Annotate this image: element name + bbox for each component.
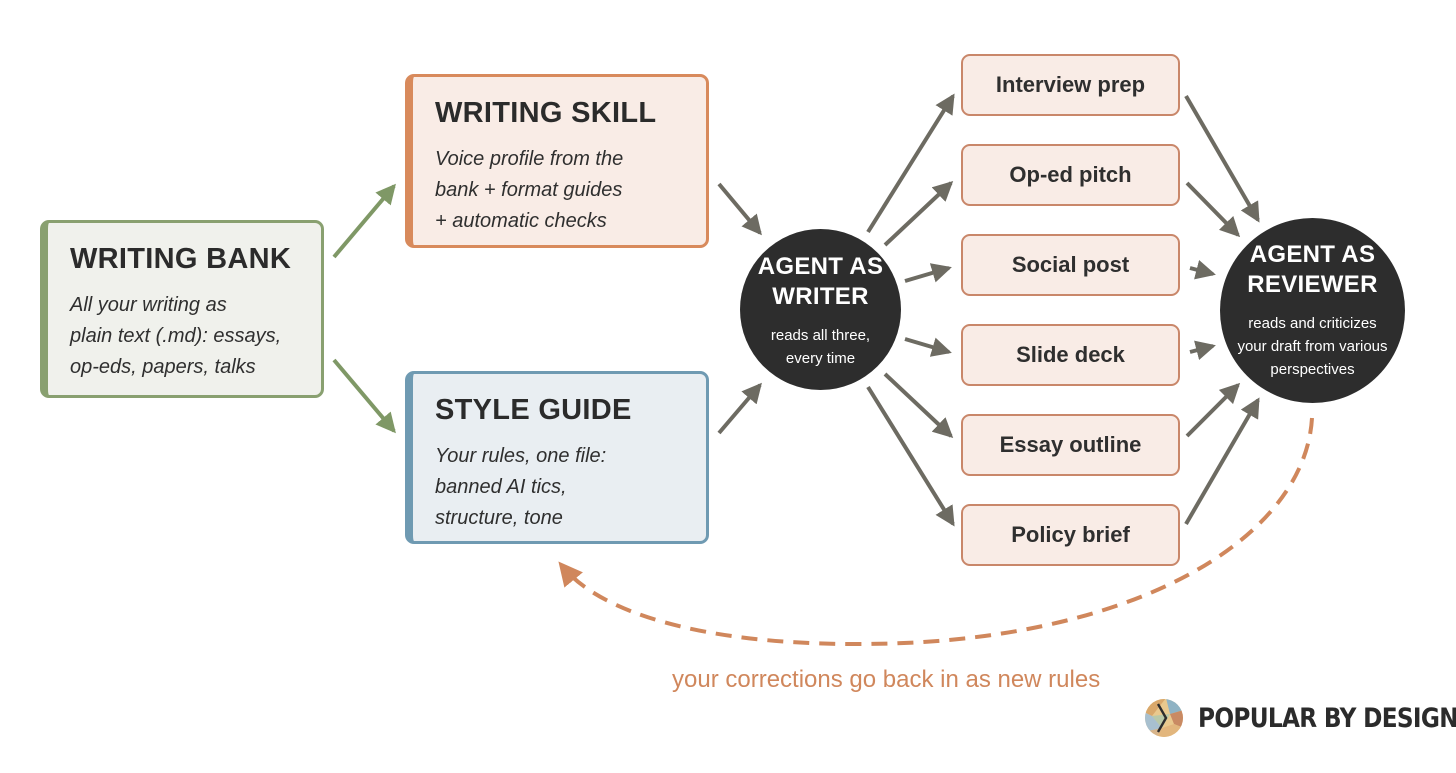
agent-reviewer-desc: reads and criticizes your draft from var… bbox=[1220, 312, 1405, 381]
agent-reviewer-node: AGENT AS REVIEWER reads and criticizes y… bbox=[1220, 218, 1405, 403]
writing-skill-desc-line: + automatic checks bbox=[435, 210, 607, 232]
arrow-writer-to-essay bbox=[883, 372, 954, 439]
agent-writer-desc: reads all three, every time bbox=[740, 324, 901, 370]
brand-name: POPULAR BY DESIGN bbox=[1198, 702, 1456, 734]
style-guide-desc-line: Your rules, one file: bbox=[435, 445, 607, 467]
agent-reviewer-desc-line: your draft from various bbox=[1237, 338, 1388, 355]
arrow-policy-to-reviewer bbox=[1184, 397, 1260, 526]
arrow-slide-to-reviewer bbox=[1189, 340, 1216, 360]
agent-writer-desc-line: every time bbox=[785, 350, 856, 367]
writing-bank-desc-line: op-eds, papers, talks bbox=[70, 356, 256, 378]
output-interview-prep: Interview prep bbox=[961, 54, 1180, 116]
agent-reviewer-title-line: AGENT AS bbox=[1249, 241, 1376, 268]
style-guide-title: STYLE GUIDE bbox=[435, 394, 632, 426]
style-guide-desc: Your rules, one file: banned AI tics, st… bbox=[435, 441, 684, 534]
writing-skill-desc-line: bank + format guides bbox=[435, 179, 623, 201]
arrow-skill-to-writer bbox=[717, 182, 762, 236]
output-social-post: Social post bbox=[961, 234, 1180, 296]
arrow-writer-to-oped bbox=[883, 180, 954, 247]
arrow-writer-to-interview bbox=[866, 93, 955, 234]
feedback-loop-arrow bbox=[558, 417, 1314, 647]
arrow-writer-to-social bbox=[904, 263, 952, 283]
feedback-label: your corrections go back in as new rules bbox=[672, 666, 1101, 693]
writing-skill-box: WRITING SKILL Voice profile from the ban… bbox=[405, 74, 709, 248]
arrow-style-to-writer bbox=[717, 382, 762, 435]
writing-skill-title: WRITING SKILL bbox=[435, 97, 657, 129]
output-slide-deck: Slide deck bbox=[961, 324, 1180, 386]
writing-bank-desc-line: All your writing as bbox=[70, 294, 227, 316]
agent-writer-title-line: WRITER bbox=[772, 283, 869, 310]
agent-writer-title: AGENT AS WRITER bbox=[740, 252, 901, 312]
agent-reviewer-desc-line: perspectives bbox=[1270, 361, 1355, 378]
arrow-interview-to-reviewer bbox=[1184, 94, 1260, 223]
writing-bank-desc: All your writing as plain text (.md): es… bbox=[70, 290, 299, 383]
writing-bank-title: WRITING BANK bbox=[70, 243, 292, 275]
arrow-writer-to-slide bbox=[904, 337, 952, 357]
brand-logo-icon bbox=[1145, 699, 1183, 737]
arrow-essay-to-reviewer bbox=[1185, 382, 1241, 438]
brand: POPULAR BY DESIGN bbox=[1144, 697, 1456, 739]
arrow-social-to-reviewer bbox=[1189, 260, 1216, 280]
writing-bank-box: WRITING BANK All your writing as plain t… bbox=[40, 220, 324, 398]
arrow-bank-to-skill bbox=[332, 183, 396, 259]
output-op-ed-pitch: Op-ed pitch bbox=[961, 144, 1180, 206]
agent-reviewer-desc-line: reads and criticizes bbox=[1248, 315, 1377, 332]
writing-skill-desc-line: Voice profile from the bbox=[435, 148, 624, 170]
agent-writer-node: AGENT AS WRITER reads all three, every t… bbox=[740, 229, 901, 390]
agent-writer-title-line: AGENT AS bbox=[757, 253, 884, 280]
output-policy-brief: Policy brief bbox=[961, 504, 1180, 566]
arrow-oped-to-reviewer bbox=[1185, 181, 1241, 238]
style-guide-desc-line: structure, tone bbox=[435, 507, 563, 529]
writing-skill-desc: Voice profile from the bank + format gui… bbox=[435, 144, 684, 237]
style-guide-desc-line: banned AI tics, bbox=[435, 476, 567, 498]
agent-reviewer-title: AGENT AS REVIEWER bbox=[1220, 240, 1405, 300]
agent-reviewer-title-line: REVIEWER bbox=[1247, 271, 1378, 298]
arrow-bank-to-style bbox=[332, 358, 396, 434]
writing-bank-desc-line: plain text (.md): essays, bbox=[70, 325, 282, 347]
arrow-writer-to-policy bbox=[866, 385, 955, 527]
output-essay-outline: Essay outline bbox=[961, 414, 1180, 476]
agent-writer-desc-line: reads all three, bbox=[770, 327, 871, 344]
style-guide-box: STYLE GUIDE Your rules, one file: banned… bbox=[405, 371, 709, 544]
